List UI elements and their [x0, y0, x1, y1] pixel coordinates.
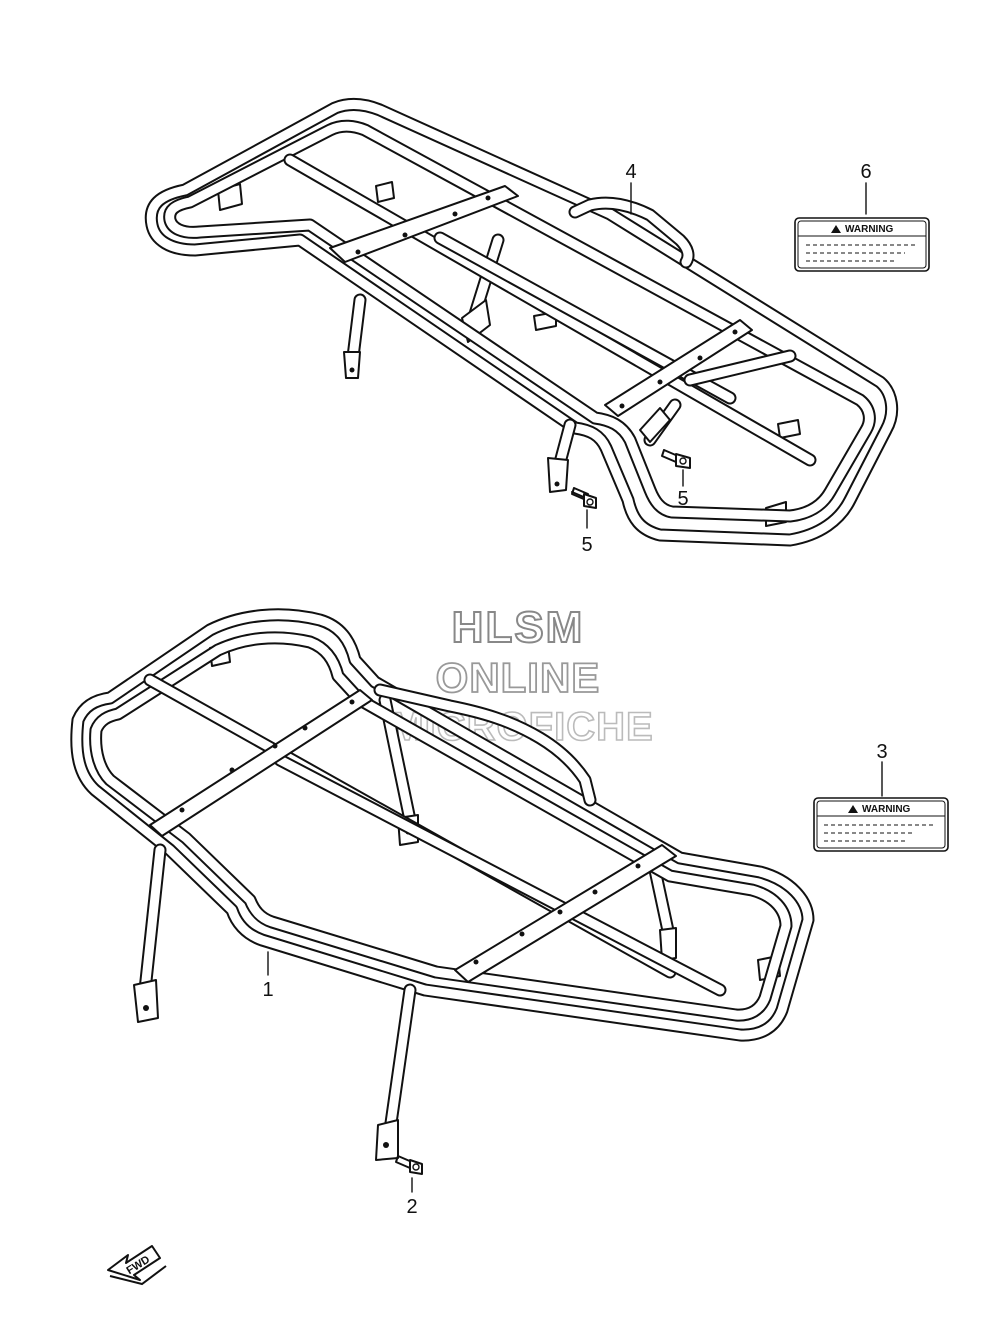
- callout-part-1[interactable]: 1: [262, 979, 273, 1001]
- watermark-line2: ONLINE: [436, 654, 601, 701]
- warning-triangle-icon: [848, 805, 858, 813]
- callout-part-5b[interactable]: 5: [677, 488, 688, 510]
- warning-label-part-3[interactable]: WARNING: [813, 797, 949, 852]
- bolt-part-2[interactable]: [395, 1155, 423, 1175]
- callout-part-4[interactable]: 4: [625, 161, 636, 183]
- callout-part-5a[interactable]: 5: [581, 534, 592, 556]
- warning-label-text-top: WARNING: [845, 224, 894, 235]
- bolt-part-5a[interactable]: [571, 487, 597, 509]
- warning-triangle-icon: [831, 225, 841, 233]
- callout-part-3[interactable]: 3: [876, 741, 887, 763]
- front-carrier-part-4[interactable]: [144, 97, 899, 547]
- bolt-part-5b[interactable]: [661, 449, 691, 469]
- warning-label-text-bottom: WARNING: [862, 804, 911, 815]
- callout-part-6[interactable]: 6: [860, 161, 871, 183]
- rear-carrier-part-1[interactable]: [70, 608, 815, 1161]
- watermark-line1: HLSM: [452, 603, 585, 652]
- warning-label-part-6[interactable]: WARNING: [794, 217, 930, 272]
- fwd-arrow-icon: FWD: [107, 1245, 167, 1286]
- callout-part-2[interactable]: 2: [406, 1196, 417, 1218]
